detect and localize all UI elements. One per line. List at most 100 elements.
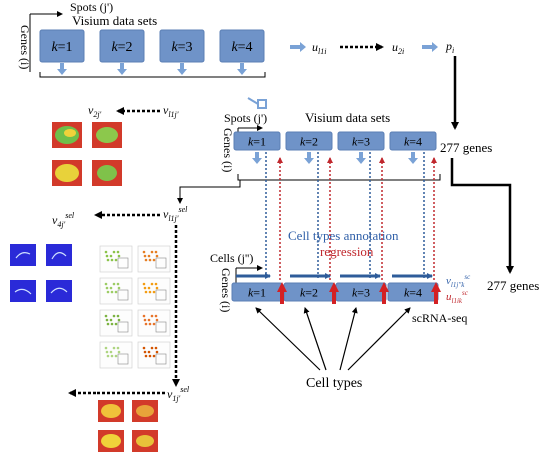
middle-to-bottom-arrow [450, 158, 514, 274]
bottom-cells-label: Cells (j'') [210, 251, 253, 265]
scatter-dot [144, 322, 148, 326]
scatter-dot [105, 318, 109, 322]
thumb-scatter-inset [117, 289, 129, 301]
middle-box-k2 [285, 131, 333, 151]
scatter-dot [143, 318, 147, 322]
middle-box-k1-label: k=1 [248, 134, 266, 148]
scatter-dot [142, 314, 146, 318]
thumb-map-1-core [64, 129, 76, 137]
thumb-scatter-5 [99, 309, 133, 337]
scatter-dot [148, 290, 152, 294]
scatter-dot [109, 254, 113, 258]
bottom-red-up-arrow-2 [329, 282, 339, 304]
scatter-dot [104, 346, 108, 350]
thumb-blue-3 [10, 280, 36, 302]
scatter-dot [105, 350, 109, 354]
bottom-section: Cells (j'') Genes (i) Cell types annotat… [210, 152, 539, 391]
bottom-box-k3-label: k=3 [352, 285, 370, 299]
scatter-dot [155, 318, 159, 322]
scatter-dot [150, 250, 154, 254]
scatter-dot [143, 254, 147, 258]
scatter-dot [114, 258, 118, 262]
cell-types-label: Cell types [306, 376, 362, 391]
v-sc-label: vl1j''ksc [446, 273, 471, 289]
thumb-blue-4 [46, 280, 72, 302]
dashed-links [265, 152, 437, 280]
thumb-heat-3-blob [101, 434, 121, 448]
scatter-dot [109, 286, 113, 290]
top-box-k1 [39, 29, 85, 63]
scatter-dot [144, 290, 148, 294]
cell-type-arrow-3 [339, 307, 358, 371]
bottom-box-k1-label: k=1 [248, 285, 266, 299]
scatter-dot [152, 258, 156, 262]
scrna-label: scRNA-seq [412, 311, 467, 325]
bottom-red-up-arrow-4 [431, 282, 441, 304]
top-spots-label: Spots (j') [70, 0, 113, 14]
thumb-scatter-inset [117, 257, 129, 269]
bottom-red-up-arrow-1 [277, 282, 287, 304]
scatter-dot [154, 314, 158, 318]
scatter-dot [143, 350, 147, 354]
chain-u1: ul1i [312, 40, 326, 56]
left-vl1: vl1j' [163, 103, 179, 119]
bottom-genes-count: 277 genes [487, 278, 539, 293]
scatter-dot [147, 350, 151, 354]
chain-arrow-2 [422, 42, 438, 52]
thumb-scatter-inset [155, 257, 167, 269]
scatter-dot [109, 350, 113, 354]
scatter-dot [105, 286, 109, 290]
scatter-dot [154, 282, 158, 286]
thumb-blue-3-curve [14, 288, 32, 295]
thumb-scatter-inset [155, 353, 167, 365]
scatter-dot [112, 314, 116, 318]
scatter-dot [142, 250, 146, 254]
scatter-dot [155, 254, 159, 258]
middle-genes-count: 277 genes [440, 140, 492, 155]
left-vl1sel: vl1j'sel [163, 205, 188, 223]
top-box-k4-label: k=4 [231, 40, 252, 55]
cell-type-arrow-1 [255, 307, 321, 371]
thumb-scatter-8 [137, 341, 171, 369]
top-box-k2-label: k=2 [111, 40, 132, 55]
scatter-dot [152, 322, 156, 326]
scatter-dot [143, 286, 147, 290]
annotation-label: Cell types annotation [288, 228, 399, 243]
scatter-dot [110, 354, 114, 358]
top-genes-label: Genes (i) [18, 25, 32, 69]
scatter-dot [110, 290, 114, 294]
chain-p: pi [445, 39, 454, 55]
scatter-dot [154, 250, 158, 254]
left-v2: v2j' [88, 103, 102, 119]
thumb-group-4 [98, 400, 158, 452]
top-bracket [39, 72, 266, 78]
top-box-k3-label: k=3 [171, 40, 192, 55]
middle-down-arrow-1 [252, 152, 262, 164]
scatter-dot [142, 282, 146, 286]
scatter-dot [117, 350, 121, 354]
top-down-arrow-4 [237, 63, 247, 75]
middle-down-arrow-4 [408, 152, 418, 164]
thumb-map-3-blob [55, 164, 79, 182]
scatter-dot [152, 354, 156, 358]
scatter-dot [150, 314, 154, 318]
left-v1sel: v1j'sel [167, 385, 190, 403]
thumb-blue-2 [46, 244, 72, 266]
bottom-horizontal-arrows [236, 273, 441, 304]
top-down-arrows [57, 63, 247, 75]
top-title: Visium data sets [72, 13, 157, 28]
regression-label: regression [320, 244, 374, 259]
thumb-scatter-inset [117, 353, 129, 365]
scatter-dot [116, 346, 120, 350]
top-down-arrow-1 [57, 63, 67, 75]
scatter-dot [106, 322, 110, 326]
scatter-dot [148, 258, 152, 262]
scatter-dot [110, 322, 114, 326]
middle-down-arrow-2 [304, 152, 314, 164]
scatter-dot [142, 346, 146, 350]
scatter-dot [104, 250, 108, 254]
chain-u2: u2i [392, 40, 404, 56]
middle-genes-label: Genes (i) [221, 128, 235, 172]
